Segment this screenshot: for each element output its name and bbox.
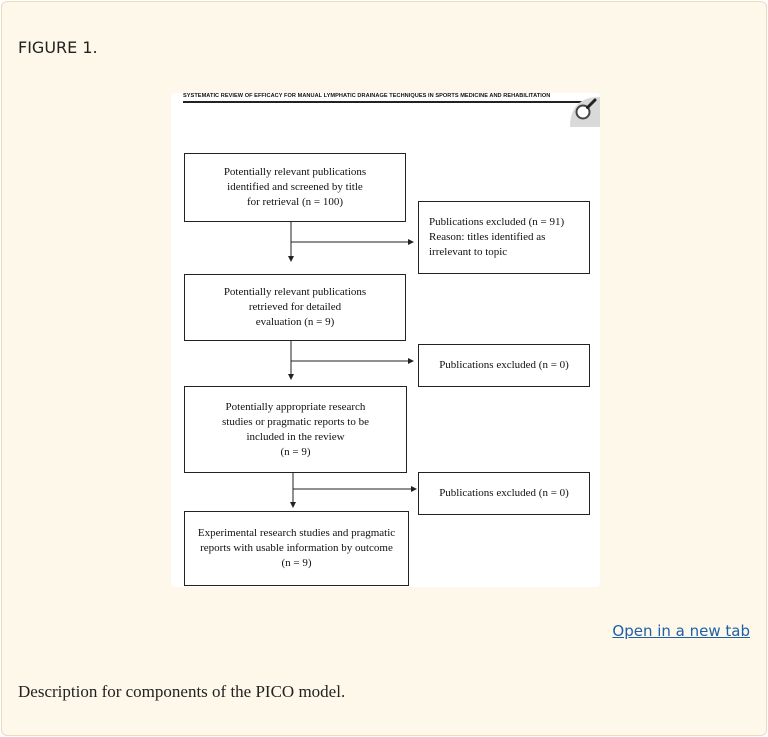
- flow-connectors: [288, 221, 417, 508]
- flow-box-screened: Potentially relevant publications identi…: [184, 153, 406, 222]
- figure-header: SYSTEMATIC REVIEW OF EFFICACY FOR MANUAL…: [183, 93, 587, 103]
- figure-caption: Description for components of the PICO m…: [18, 682, 346, 701]
- flow-box-outcome: Experimental research studies and pragma…: [184, 511, 409, 586]
- flow-box-included: Potentially appropriate research studies…: [184, 386, 407, 473]
- flow-box-retrieved: Potentially relevant publications retrie…: [184, 274, 406, 341]
- figure-label: FIGURE 1.: [18, 38, 98, 57]
- open-in-new-tab-link[interactable]: Open in a new tab: [612, 622, 750, 640]
- flow-box-excluded-2: Publications excluded (n = 0): [418, 344, 590, 387]
- magnifying-glass-icon: [570, 97, 600, 127]
- flow-diagram[interactable]: SYSTEMATIC REVIEW OF EFFICACY FOR MANUAL…: [171, 93, 600, 587]
- flow-box-excluded-3: Publications excluded (n = 0): [418, 472, 590, 515]
- flow-box-excluded-1: Publications excluded (n = 91) Reason: t…: [418, 201, 590, 274]
